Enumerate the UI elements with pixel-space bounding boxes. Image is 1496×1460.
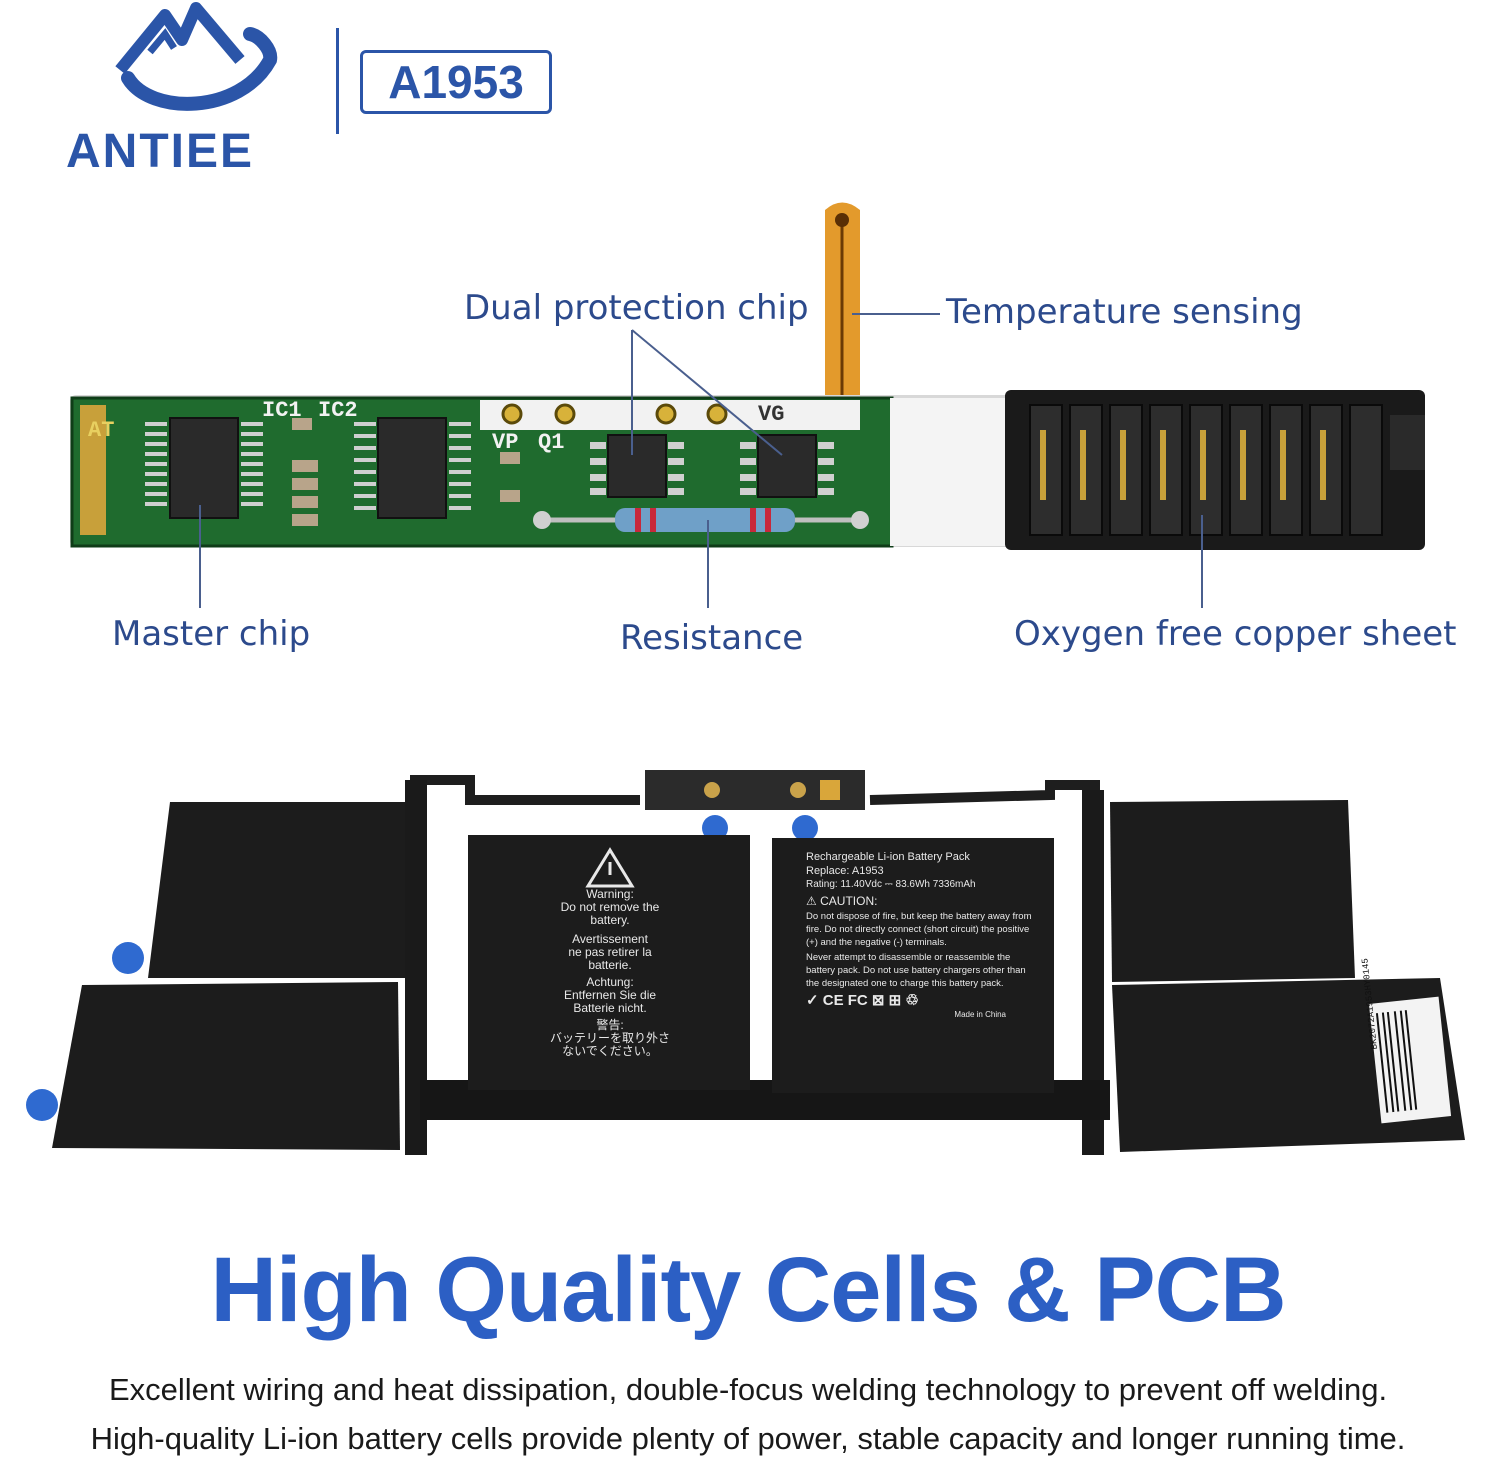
caution-body-1: Do not dispose of fire, but keep the bat… (806, 911, 1032, 948)
pack-replace: Replace: A1953 (806, 865, 884, 877)
silk-q1: Q1 (538, 430, 565, 455)
label-temperature-sensing: Temperature sensing (946, 292, 1303, 332)
avertissement-title: Avertissement (572, 932, 648, 946)
battery-spec-label: Rechargeable Li-ion Battery Pack Replace… (806, 850, 1036, 1022)
description-line-2: High-quality Li-ion battery cells provid… (90, 1421, 1406, 1456)
silk-ic2: IC2 (318, 398, 358, 423)
cert-marks: ✓ CE FC ⊠ ⊞ ♲ (806, 992, 919, 1009)
jp-body: バッテリーを取り外さないでください。 (549, 1031, 670, 1058)
label-copper-sheet: Oxygen free copper sheet (1014, 614, 1457, 654)
model-badge: A1953 (360, 50, 552, 114)
achtung-body: Entfernen Sie die Batterie nicht. (563, 988, 657, 1015)
label-master-chip: Master chip (112, 614, 311, 654)
pack-rating: Rating: 11.40Vdc ⎓ 83.6Wh 7336mAh (806, 879, 976, 890)
battery-pack-illustration (26, 770, 1465, 1155)
warning-title: Warning: (586, 887, 634, 901)
pcb-illustration (70, 202, 1425, 550)
caution-body-2: Never attempt to disassemble or reassemb… (806, 952, 1026, 989)
caution-title: CAUTION: (820, 894, 878, 908)
caution-icon: ⚠ (806, 894, 817, 908)
logo-divider (336, 28, 339, 134)
achtung-title: Achtung: (586, 975, 634, 989)
warning-label: Warning: Do not remove the battery. Aver… (548, 888, 672, 1058)
leader-lines (199, 313, 1203, 608)
description-line-1: Excellent wiring and heat dissipation, d… (108, 1372, 1388, 1407)
jp-title: 警告: (596, 1018, 624, 1032)
antiee-logo-mark (115, 2, 278, 111)
silk-vp: VP (492, 430, 519, 455)
headline: High Quality Cells & PCB (210, 1239, 1286, 1341)
master-chip-ic (145, 417, 263, 519)
label-dual-protection-chip: Dual protection chip (464, 288, 809, 328)
pack-title: Rechargeable Li-ion Battery Pack (806, 851, 970, 863)
silk-vg: VG (758, 402, 785, 427)
brand-name: ANTIEE (66, 125, 255, 178)
silk-ic1: IC1 (262, 398, 302, 423)
label-resistance: Resistance (620, 618, 804, 658)
made-in: Made in China (954, 1010, 1006, 1019)
warning-body: Do not remove the battery. (560, 900, 660, 927)
avertissement-body: ne pas retirer la batterie. (568, 945, 652, 972)
silk-at: AT (88, 418, 115, 443)
